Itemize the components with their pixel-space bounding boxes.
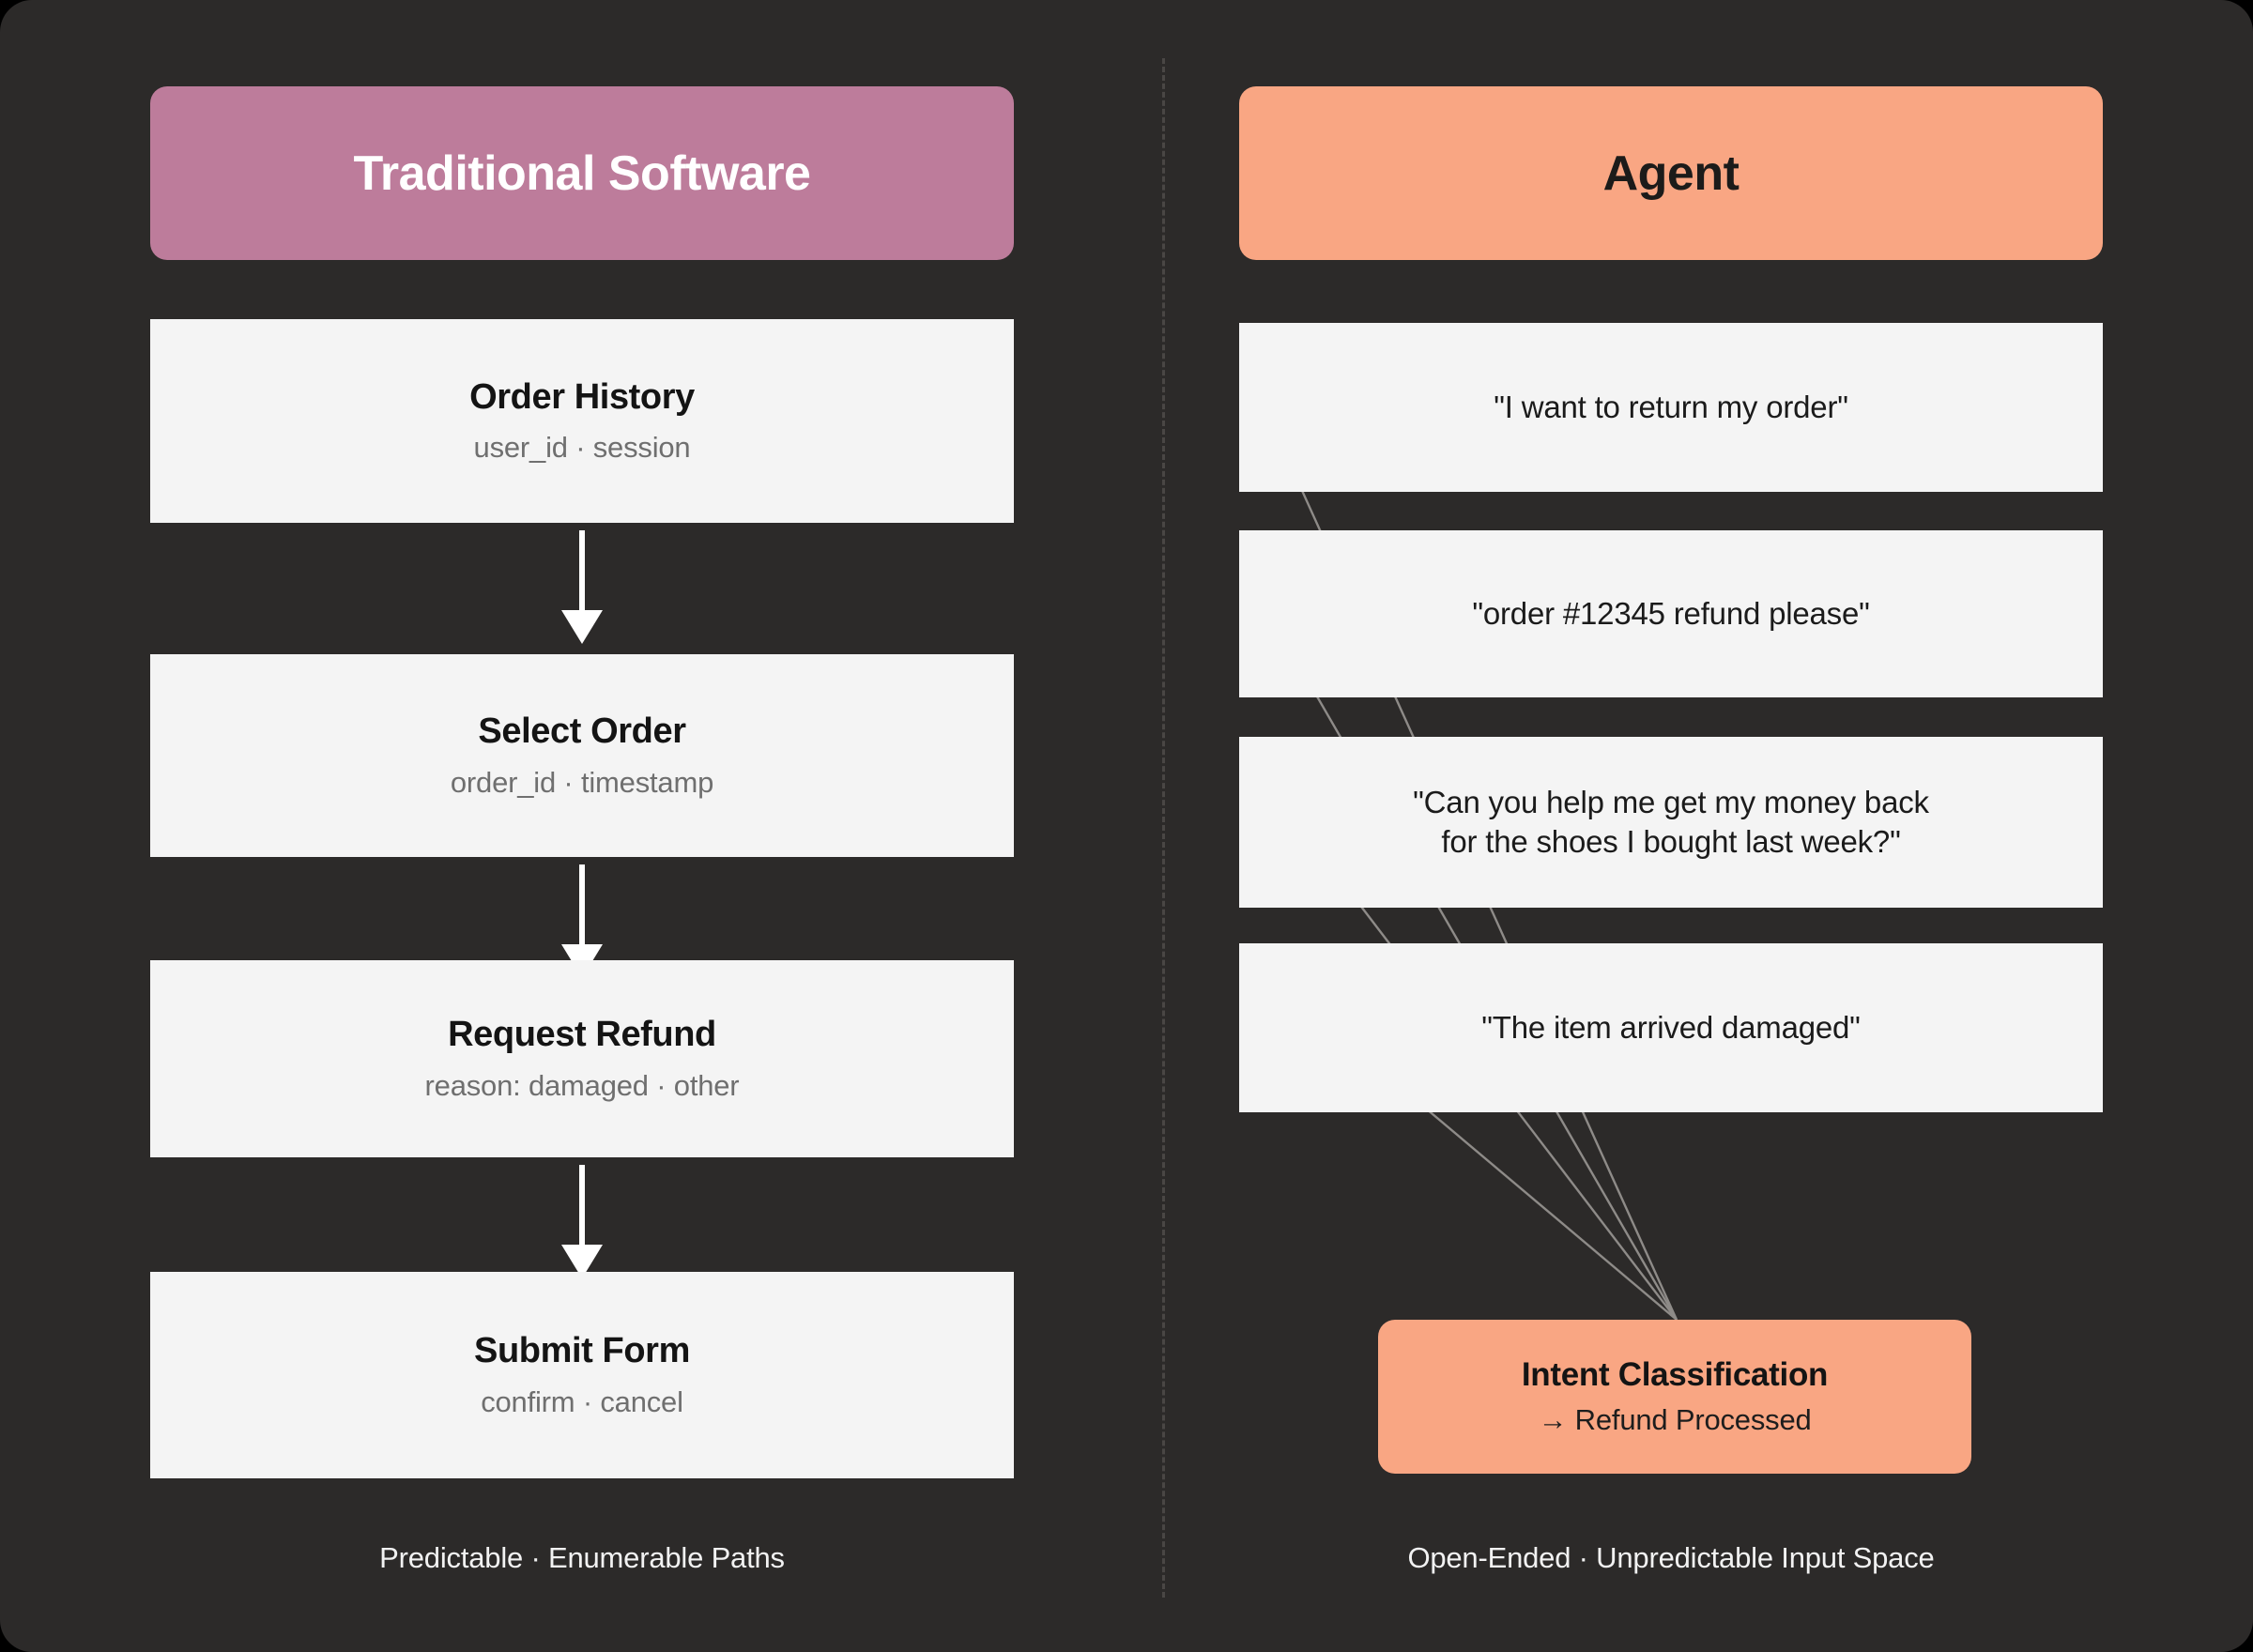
step-title: Select Order [478,711,686,752]
flow-arrow-down-icon [554,530,610,646]
step-title: Submit Form [474,1331,690,1371]
step-title: Order History [469,376,695,417]
right-column-caption: Open-Ended · Unpredictable Input Space [1407,1541,1935,1574]
step-subtitle: reason: damaged · other [424,1068,740,1102]
step-box-order-history[interactable]: Order History user_id · session [150,319,1014,523]
utterance-line: "The item arrived damaged" [1481,1009,1861,1045]
utterance-line: "order #12345 refund please" [1472,595,1870,631]
utterance-text: "I want to return my order" [1471,388,1871,427]
step-subtitle: order_id · timestamp [450,765,714,799]
utterance-text: "Can you help me get my money back for t… [1390,783,1952,862]
utterance-box[interactable]: "I want to return my order" [1239,323,2103,492]
step-box-select-order[interactable]: Select Order order_id · timestamp [150,654,1014,857]
agent-title: Agent [1602,145,1740,201]
utterance-box[interactable]: "The item arrived damaged" [1239,943,2103,1112]
left-column-caption: Predictable · Enumerable Paths [379,1541,785,1574]
utterance-text: "The item arrived damaged" [1459,1008,1882,1048]
traditional-software-title: Traditional Software [353,145,811,201]
agent-column: Agent "I want to return my order" "order… [1239,0,2103,1652]
step-box-request-refund[interactable]: Request Refund reason: damaged · other [150,960,1014,1157]
traditional-software-header: Traditional Software [150,86,1014,260]
step-box-submit-form[interactable]: Submit Form confirm · cancel [150,1272,1014,1478]
step-title: Request Refund [448,1015,716,1055]
utterance-line: "Can you help me get my money back [1413,784,1929,819]
flow-arrow-down-icon [554,1165,610,1280]
utterance-box[interactable]: "order #12345 refund please" [1239,530,2103,697]
column-divider [1162,58,1165,1598]
traditional-software-column: Traditional Software Order History user_… [150,0,1014,1652]
intent-classification-title: Intent Classification [1521,1356,1829,1393]
utterance-line: "I want to return my order" [1494,389,1848,424]
intent-classification-node[interactable]: Intent Classification → Refund Processed [1378,1320,1971,1474]
step-subtitle: user_id · session [473,431,691,465]
utterance-line: for the shoes I bought last week?" [1441,824,1901,859]
step-subtitle: confirm · cancel [481,1384,683,1418]
agent-header: Agent [1239,86,2103,260]
utterance-text: "order #12345 refund please" [1449,594,1892,634]
utterance-box[interactable]: "Can you help me get my money back for t… [1239,737,2103,908]
intent-classification-outcome: → Refund Processed [1538,1403,1812,1436]
